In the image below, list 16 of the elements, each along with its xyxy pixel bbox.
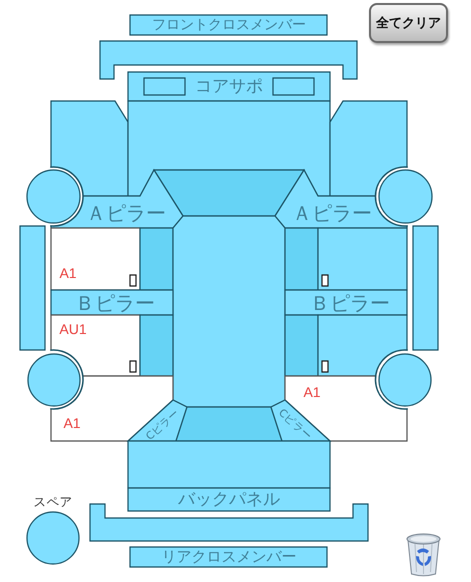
clear-all-button: 全てクリア [369,3,448,43]
part-label: リアクロスメンバー [162,550,296,564]
part-label: Cピラー [276,408,314,442]
part-label: Ｂピラー [310,293,390,313]
part-label: フロントクロスメンバー [152,18,306,32]
part-label: Ａピラー [292,203,372,223]
part-label: Cピラー [144,408,182,442]
part-label: Ｂピラー [75,293,155,313]
part-label: バックパネル [178,492,280,508]
damage-code: A1 [59,266,77,280]
damage-code: A1 [303,385,321,399]
spare-label: スペア [34,496,72,508]
part-label: Ａピラー [86,203,166,223]
part-label: コアサポ [195,78,263,96]
damage-code: AU1 [59,322,87,336]
damage-code: A1 [63,416,81,430]
